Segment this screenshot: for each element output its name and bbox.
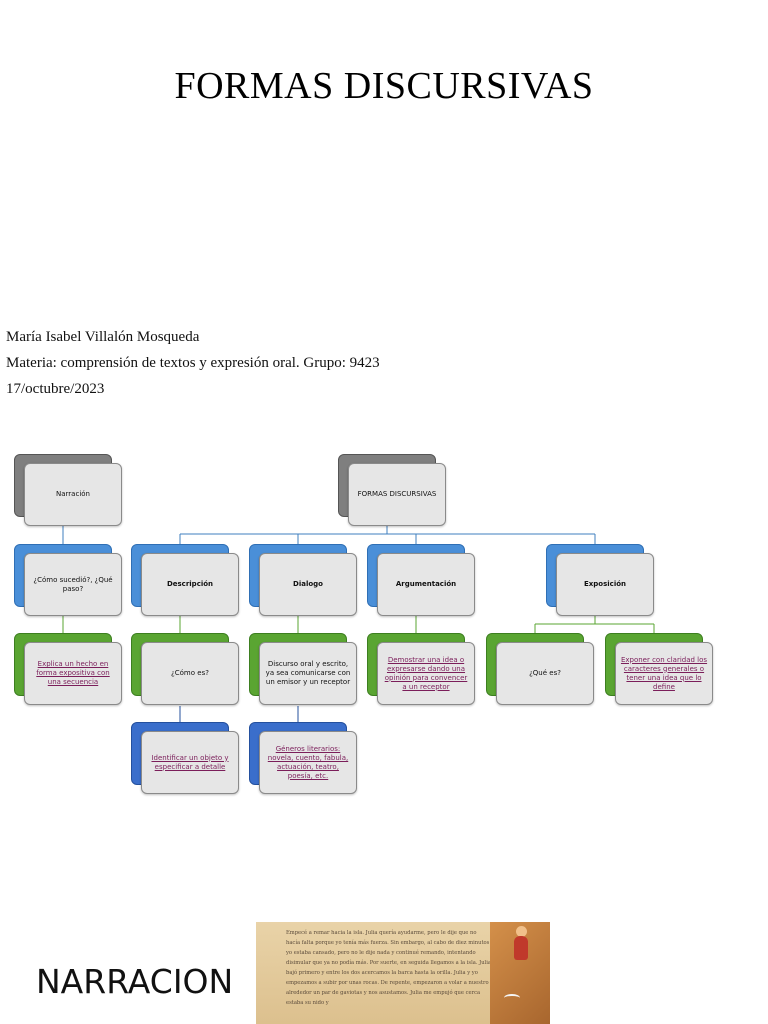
child-head-illustration	[516, 926, 527, 937]
argumentacion-label: Argumentación	[377, 553, 475, 616]
child-climbing-illustration	[514, 936, 528, 960]
page-title: FORMAS DISCURSIVAS	[174, 65, 594, 107]
connector-lines	[62, 526, 655, 722]
descripcion-detail[interactable]: Identificar un objeto y especificar a de…	[141, 731, 239, 794]
section-heading: NARRACION	[36, 962, 234, 1001]
book-page-image: Empecé a remar hacia la isla. Julia quer…	[256, 922, 550, 1024]
exposicion-label: Exposición	[556, 553, 654, 616]
author-line: María Isabel Villalón Mosqueda	[6, 329, 200, 345]
exposicion-question: ¿Qué es?	[496, 642, 594, 705]
narracion-question: ¿Cómo sucedió?, ¿Qué paso?	[24, 553, 122, 616]
narracion-detail[interactable]: Explica un hecho en forma expositiva con…	[24, 642, 122, 705]
root-label: FORMAS DISCURSIVAS	[348, 463, 446, 526]
exposicion-detail[interactable]: Exponer con claridad los caracteres gene…	[615, 642, 713, 705]
dialogo-question: Discurso oral y escrito, ya sea comunica…	[259, 642, 357, 705]
seagull-illustration	[504, 994, 520, 1002]
concept-map: Narración ¿Cómo sucedió?, ¿Qué paso? Exp…	[0, 440, 768, 810]
date-line: 17/octubre/2023	[6, 381, 105, 397]
subject-line: Materia: comprensión de textos y expresi…	[6, 355, 380, 371]
dialogo-detail[interactable]: Géneros literarios: novela, cuento, fabu…	[259, 731, 357, 794]
argumentacion-detail[interactable]: Demostrar una idea o expresarse dando un…	[377, 642, 475, 705]
descripcion-label: Descripción	[141, 553, 239, 616]
descripcion-question: ¿Cómo es?	[141, 642, 239, 705]
dialogo-label: Dialogo	[259, 553, 357, 616]
book-text: Empecé a remar hacia la isla. Julia quer…	[286, 930, 491, 1006]
narracion-label: Narración	[24, 463, 122, 526]
